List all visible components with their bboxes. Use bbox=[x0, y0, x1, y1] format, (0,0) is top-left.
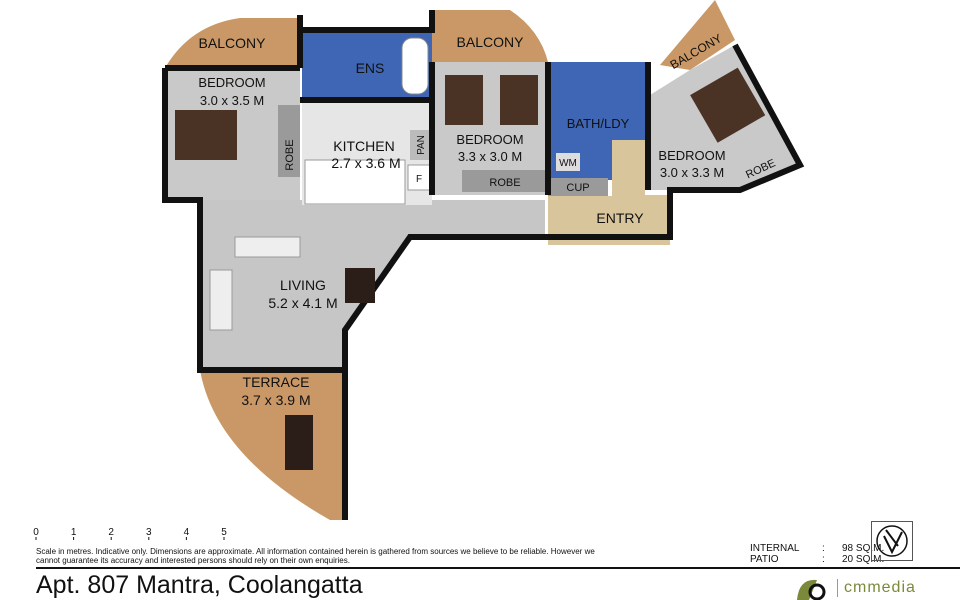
robe-left-label: ROBE bbox=[284, 139, 296, 170]
north-arrow-icon bbox=[871, 521, 913, 561]
living-label: LIVING bbox=[280, 277, 326, 293]
area-value: 98 SQ.M. bbox=[842, 543, 885, 554]
terrace-label: TERRACE bbox=[243, 374, 310, 390]
sofa-side bbox=[209, 269, 233, 331]
living-size: 5.2 x 4.1 M bbox=[268, 295, 337, 311]
sofa bbox=[234, 236, 301, 258]
dining-table-terrace bbox=[285, 415, 313, 470]
scale-tick-label: 5 bbox=[221, 527, 227, 538]
cup-label: CUP bbox=[566, 182, 589, 194]
area-label: INTERNAL bbox=[750, 543, 800, 554]
washing-machine bbox=[556, 153, 580, 171]
bathtub bbox=[401, 37, 429, 95]
robe-mid bbox=[462, 170, 547, 192]
scale-tick-label: 0 bbox=[33, 527, 39, 538]
scale-bar: 0 1 2 3 4 5 bbox=[33, 527, 227, 540]
divider bbox=[36, 567, 960, 569]
cupboard bbox=[548, 178, 608, 196]
ens-label: ENS bbox=[356, 60, 385, 76]
balcony-left-area bbox=[165, 18, 300, 68]
bed-left bbox=[175, 110, 237, 160]
pantry bbox=[410, 130, 430, 160]
entry-area bbox=[548, 140, 670, 245]
page-title: Apt. 807 Mantra, Coolangatta bbox=[36, 571, 363, 599]
logo-text: cmmedia bbox=[837, 579, 916, 597]
scale-tick-label: 4 bbox=[184, 527, 190, 538]
area-value: 20 SQ.M. bbox=[842, 554, 885, 565]
kitchen-bench bbox=[304, 159, 406, 205]
wm-label: WM bbox=[559, 158, 577, 169]
bath-label: BATH/LDY bbox=[567, 116, 630, 131]
kitchen-size: 2.7 x 3.6 M bbox=[331, 155, 400, 171]
area-row-patio: PATIO: 20 SQ.M. bbox=[750, 554, 884, 565]
bedroom-mid-size: 3.3 x 3.0 M bbox=[458, 149, 522, 164]
area-sep: : bbox=[822, 543, 825, 554]
terrace-area bbox=[200, 370, 345, 520]
pantry-label: PAN bbox=[416, 135, 427, 155]
balcony-mid-area bbox=[432, 10, 548, 62]
bed-mid-2 bbox=[500, 75, 538, 125]
floor-plan: BALCONY BEDROOM 3.0 x 3.5 M ROBE ENS KIT… bbox=[33, 0, 805, 540]
bed-mid-1 bbox=[445, 75, 483, 125]
logo-icon bbox=[797, 579, 826, 600]
area-label: PATIO bbox=[750, 554, 779, 565]
disclaimer: Scale in metres. Indicative only. Dimens… bbox=[36, 547, 595, 565]
bedroom-left-size: 3.0 x 3.5 M bbox=[200, 93, 264, 108]
robe-left bbox=[278, 105, 300, 177]
robe-mid-label: ROBE bbox=[489, 177, 520, 189]
bed-right bbox=[690, 67, 766, 143]
terrace-size: 3.7 x 3.9 M bbox=[241, 392, 310, 408]
fridge-label: F bbox=[416, 174, 422, 185]
scale-tick-label: 1 bbox=[71, 527, 77, 538]
area-row-internal: INTERNAL: 98 SQ.M. bbox=[750, 543, 884, 554]
balcony-left-label: BALCONY bbox=[199, 35, 267, 51]
balcony-mid-label: BALCONY bbox=[457, 34, 525, 50]
walls bbox=[162, 10, 805, 520]
area-sep: : bbox=[822, 554, 825, 565]
scale-tick-label: 3 bbox=[146, 527, 152, 538]
dining-table-living bbox=[345, 268, 375, 303]
bedroom-right-label: BEDROOM bbox=[658, 148, 725, 163]
bedroom-mid-label: BEDROOM bbox=[456, 132, 523, 147]
kitchen-label: KITCHEN bbox=[333, 138, 394, 154]
entry-label: ENTRY bbox=[596, 210, 644, 226]
bedroom-right-size: 3.0 x 3.3 M bbox=[660, 165, 724, 180]
cmmedia-logo: cmmedia bbox=[795, 576, 916, 600]
balcony-right-area bbox=[660, 0, 735, 70]
area-summary: INTERNAL: 98 SQ.M. PATIO: 20 SQ.M. bbox=[750, 543, 884, 565]
scale-tick-label: 2 bbox=[108, 527, 114, 538]
bedroom-left-label: BEDROOM bbox=[198, 75, 265, 90]
